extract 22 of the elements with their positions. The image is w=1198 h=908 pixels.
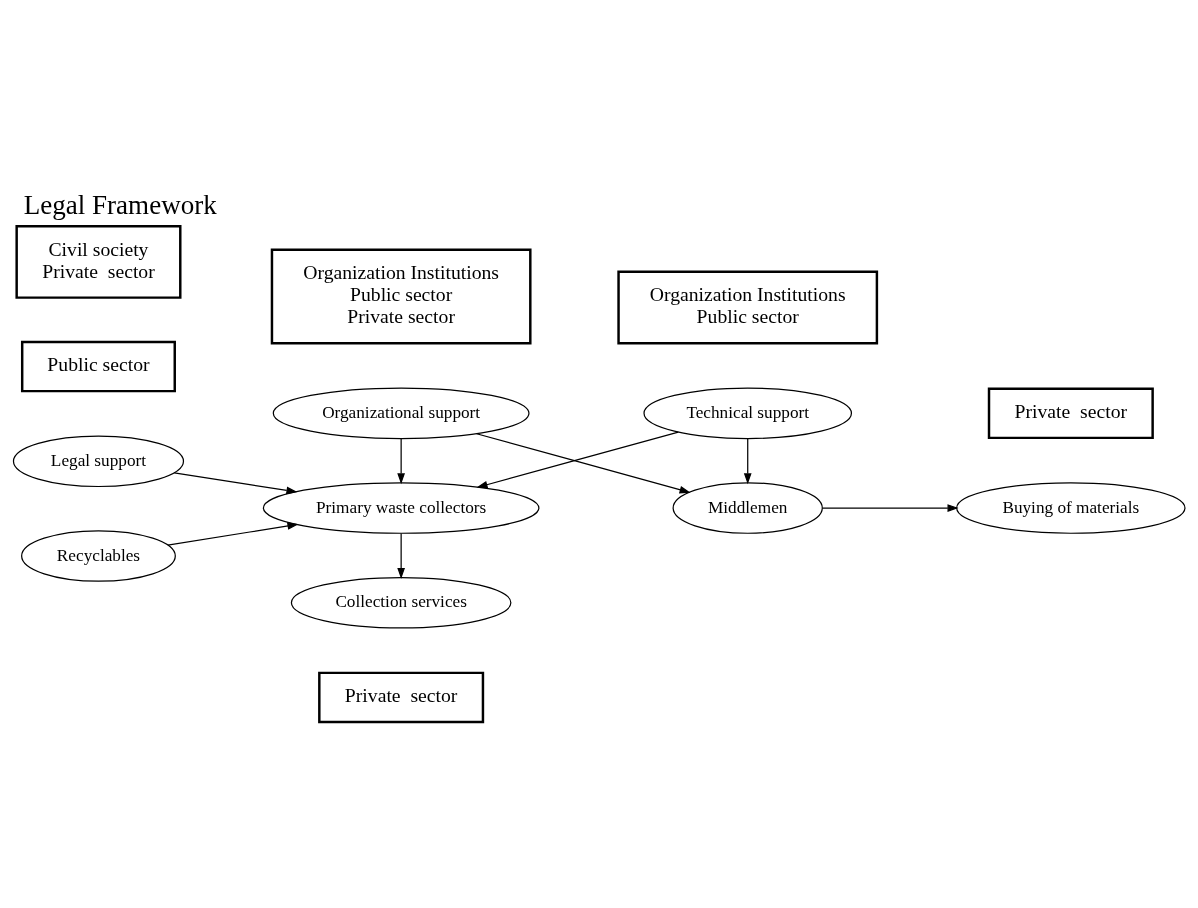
node-box: Private sector [318,671,485,723]
node-ellipse: Collection services [290,576,512,629]
node-box: Private sector [987,386,1154,439]
diagram-title: Legal Framework [23,188,217,219]
node-ellipse: Technical support [643,386,853,439]
node-box: Organization Institutions Public sector Private sector [270,247,532,344]
node-ellipse: Legal support [12,434,185,487]
node-ellipse: Middlemen [672,481,823,534]
node-ellipse: Buying of materials [956,481,1186,534]
node-box: Civil society Private sector [15,224,182,299]
node-ellipse: Organizational support [272,386,530,439]
arrow [822,503,959,512]
arrow [397,532,405,579]
arrow [476,432,691,493]
node-box: Public sector [20,340,176,392]
node-box: Organization Institutions Public sector [617,270,879,344]
arrow [167,521,299,546]
arrow [743,437,752,484]
node-ellipse: Recyclables [21,529,176,582]
arrow [476,430,679,488]
arrow [397,437,405,484]
arrow [173,471,298,494]
